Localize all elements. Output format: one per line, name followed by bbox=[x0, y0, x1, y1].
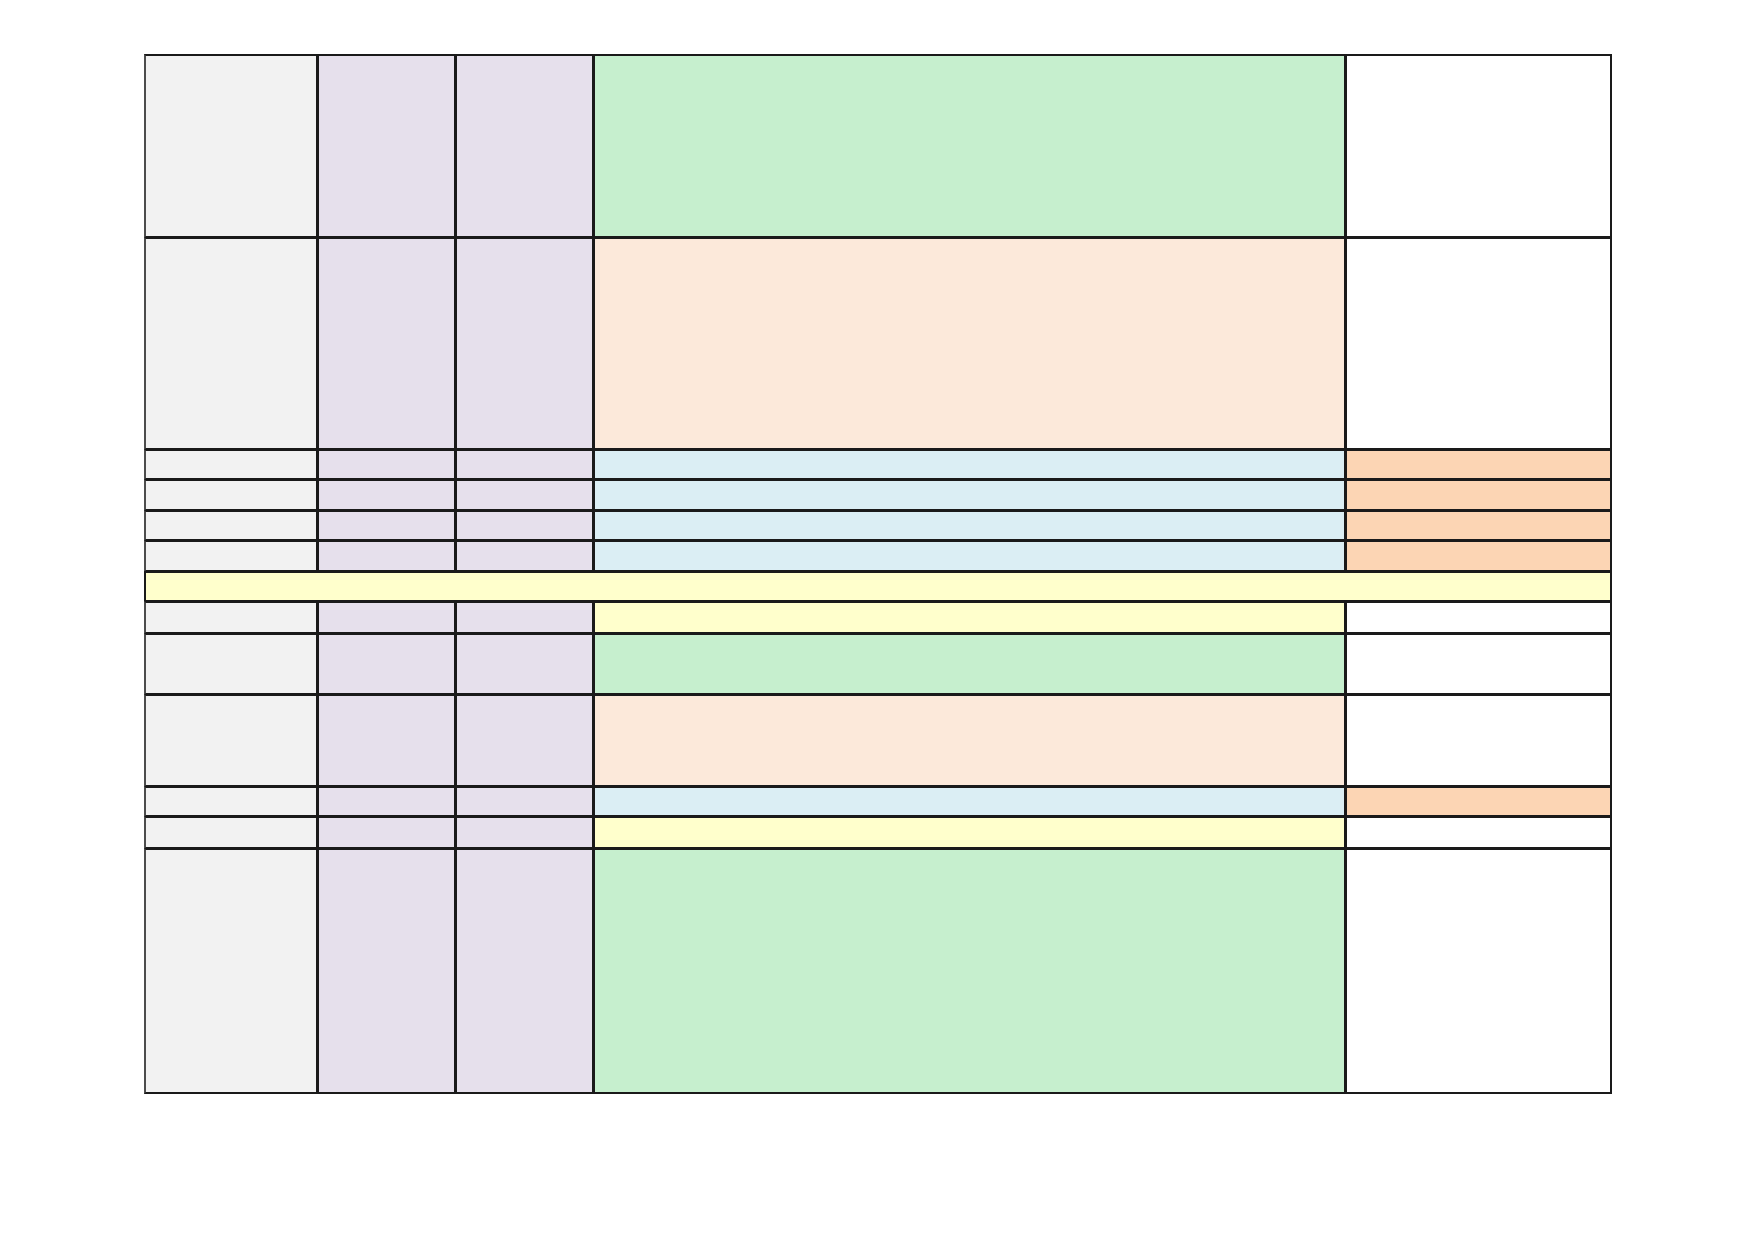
table-cell bbox=[317, 237, 456, 450]
table-cell bbox=[455, 816, 594, 849]
table-cell bbox=[593, 540, 1346, 572]
table-cell bbox=[1345, 540, 1612, 572]
table-cell bbox=[593, 694, 1346, 787]
table-cell bbox=[455, 601, 594, 634]
table-cell bbox=[455, 633, 594, 695]
table-cell bbox=[144, 816, 318, 849]
table-cell bbox=[317, 479, 456, 511]
table-cell bbox=[593, 786, 1346, 817]
table-cell bbox=[317, 601, 456, 634]
table-cell bbox=[317, 848, 456, 1094]
table-cell bbox=[593, 237, 1346, 450]
table-cell bbox=[593, 633, 1346, 695]
table-cell bbox=[144, 479, 318, 511]
table-cell bbox=[1345, 601, 1612, 634]
table-cell bbox=[317, 540, 456, 572]
color-coded-table bbox=[144, 54, 1612, 1094]
table-cell bbox=[144, 510, 318, 541]
table-cell bbox=[455, 786, 594, 817]
table-cell bbox=[455, 479, 594, 511]
table-cell bbox=[317, 816, 456, 849]
table-cell bbox=[593, 449, 1346, 480]
table-cell bbox=[593, 479, 1346, 511]
table-cell bbox=[593, 54, 1346, 238]
table-cell bbox=[1345, 237, 1612, 450]
section-header-cell bbox=[144, 571, 1612, 602]
table-cell bbox=[144, 540, 318, 572]
table-cell bbox=[455, 540, 594, 572]
table-cell bbox=[144, 848, 318, 1094]
table-cell bbox=[455, 848, 594, 1094]
table-cell bbox=[455, 694, 594, 787]
table-cell bbox=[1345, 510, 1612, 541]
table-cell bbox=[1345, 694, 1612, 787]
table-cell bbox=[593, 848, 1346, 1094]
table-cell bbox=[144, 54, 318, 238]
table-cell bbox=[1345, 449, 1612, 480]
table-cell bbox=[317, 510, 456, 541]
table-cell bbox=[317, 786, 456, 817]
table-cell bbox=[455, 449, 594, 480]
table-cell bbox=[1345, 848, 1612, 1094]
table-cell bbox=[144, 449, 318, 480]
table-cell bbox=[455, 54, 594, 238]
table-cell bbox=[1345, 633, 1612, 695]
table-cell bbox=[144, 237, 318, 450]
table-cell bbox=[593, 510, 1346, 541]
table-cell bbox=[593, 601, 1346, 634]
table-cell bbox=[1345, 816, 1612, 849]
table-cell bbox=[317, 694, 456, 787]
table-cell bbox=[455, 237, 594, 450]
table-cell bbox=[317, 54, 456, 238]
table-cell bbox=[144, 633, 318, 695]
table-cell bbox=[144, 601, 318, 634]
table-cell bbox=[1345, 54, 1612, 238]
table-cell bbox=[144, 694, 318, 787]
table-cell bbox=[1345, 479, 1612, 511]
table-cell bbox=[593, 816, 1346, 849]
table-cell bbox=[144, 786, 318, 817]
table-cell bbox=[455, 510, 594, 541]
table-cell bbox=[317, 449, 456, 480]
table-cell bbox=[317, 633, 456, 695]
table-cell bbox=[1345, 786, 1612, 817]
